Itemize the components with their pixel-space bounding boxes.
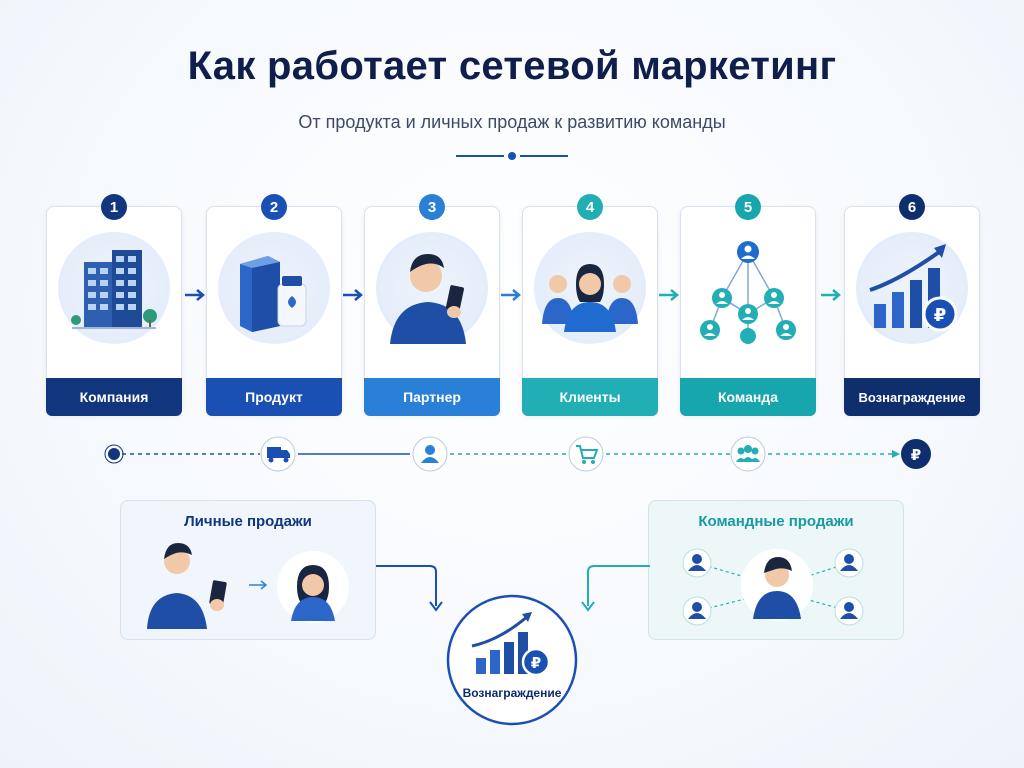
step-number: 6	[899, 194, 925, 220]
clients-group-icon	[534, 232, 646, 344]
step-reward: 6 ₽ Вознаграждение	[844, 194, 980, 418]
step-label: Вознаграждение	[844, 378, 980, 416]
personal-to-reward-arrow	[376, 565, 443, 612]
office-building-icon	[58, 232, 170, 344]
step-number: 4	[577, 194, 603, 220]
step-label: Продукт	[206, 378, 342, 416]
step-team: 5	[680, 194, 816, 418]
svg-text:₽: ₽	[911, 446, 921, 464]
reward-label: Вознаграждение	[462, 686, 562, 700]
step-label: Компания	[46, 378, 182, 416]
step-company: 1 Компания	[46, 194, 182, 418]
step-partner: 3 Партнер	[364, 194, 500, 418]
page-title: Как работает сетевой маркетинг	[187, 44, 837, 88]
team-sales-title: Командные продажи	[698, 513, 854, 530]
step-label: Клиенты	[522, 378, 658, 416]
team-sales-box: Командные продажи	[648, 500, 904, 640]
step-number: 2	[261, 194, 287, 220]
arrow-right-icon	[185, 289, 205, 301]
step-label: Команда	[680, 378, 816, 416]
process-timeline: ₽	[104, 436, 931, 472]
personal-sales-title: Личные продажи	[184, 513, 312, 530]
step-number: 1	[101, 194, 127, 220]
arrow-right-icon	[343, 289, 363, 301]
team-to-reward-arrow	[581, 565, 650, 612]
svg-text:₽: ₽	[934, 305, 947, 326]
personal-sales-box: Личные продажи	[120, 500, 376, 640]
step-label: Партнер	[364, 378, 500, 416]
team-network-icon	[692, 232, 804, 344]
step-number: 5	[735, 194, 761, 220]
arrow-right-icon	[821, 289, 841, 301]
product-box-bottle-icon	[218, 232, 330, 344]
growth-chart-ruble-icon: ₽	[446, 594, 578, 726]
page-subtitle: От продукта и личных продаж к развитию к…	[298, 112, 726, 132]
arrow-right-icon	[501, 289, 521, 301]
partner-phone-icon	[376, 232, 488, 344]
growth-chart-ruble-icon: ₽	[856, 232, 968, 344]
step-clients: 4 Клиенты	[522, 194, 658, 418]
step-number: 3	[419, 194, 445, 220]
arrow-right-icon	[659, 289, 679, 301]
title-divider	[456, 152, 568, 160]
svg-text:₽: ₽	[531, 654, 541, 672]
step-product: 2 Продукт	[206, 194, 342, 418]
team-sales-illustration	[682, 548, 864, 626]
personal-sales-illustration	[147, 543, 349, 629]
